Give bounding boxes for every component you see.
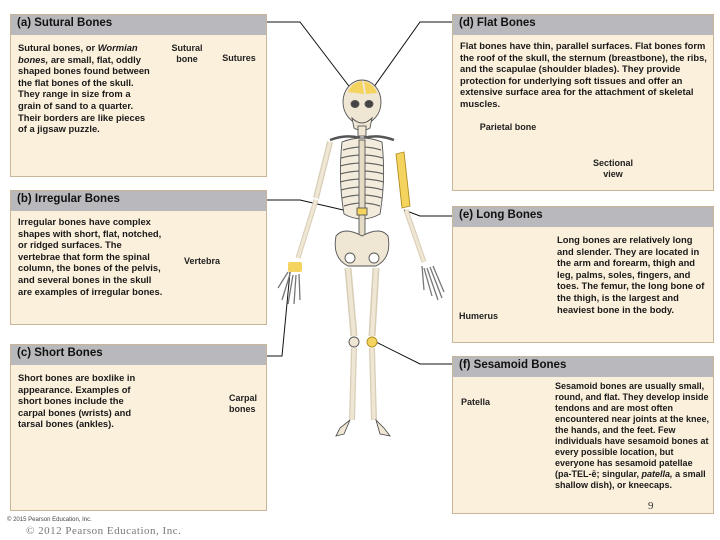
panel-body-text: Irregular bones have complex shapes with… [18,216,166,297]
text-rest-2: a small shallow dish), or kneecaps. [555,469,706,490]
panel-body-text: Short bones are boxlike in appearance. E… [18,372,136,430]
label-vertebra: Vertebra [183,256,221,266]
panel-title: (b) Irregular Bones [17,193,120,205]
panel-header [453,207,713,227]
leader-long [403,209,452,217]
panel-title: (c) Short Bones [17,347,103,359]
panel-sutural-bones: (a) Sutural Bones Sutural bones, or Worm… [10,14,267,177]
panel-header [11,191,266,211]
skull-flat-highlight [348,81,364,94]
label-sutures: Sutures [222,53,256,63]
panel-header [453,357,713,377]
leader-irregular [267,199,353,213]
text-lead: Sesamoid bones [555,381,627,391]
label-sutural-bone: Sutural bone [171,43,203,64]
skeleton [277,79,445,437]
panel-sesamoid-bones: (f) Sesamoid Bones Sesamoid bones are us… [452,356,714,514]
label-sectional-view: Sectional view [592,158,633,179]
leader-lines [267,21,452,365]
text-rest: are boxlike in appearance. Examples of s… [18,372,136,430]
humerus-highlight [395,151,411,209]
text-rest: have complex shapes with short, flat, no… [18,216,163,297]
panel-title: (d) Flat Bones [459,17,536,29]
panel-title: (e) Long Bones [459,209,543,221]
text-rest: are small, flat, oddly shaped bones foun… [18,53,150,135]
text-italic: Wormian bones, [18,42,138,65]
text-rest: are relatively long and slender. They ar… [557,234,705,315]
panel-header [453,15,713,35]
panel-short-bones: (c) Short Bones Short bones are boxlike … [10,344,267,511]
text-rest-1: are usually small, round, and flat. They… [555,381,710,479]
copyright-overlay-text: © 2012 Pearson Education, Inc. [26,525,182,537]
leader-short [267,271,291,357]
carpal-highlight [288,262,302,272]
panel-irregular-bones: (b) Irregular Bones Irregular bones have… [10,190,267,325]
text-italic: patella, [641,469,673,479]
panel-body-text: Flat bones have thin, parallel surfaces.… [460,40,710,110]
text-lead: Flat bones [460,40,507,51]
text-lead: Sutural bones, or [18,42,96,53]
vertebra-highlight [356,207,368,216]
panel-body-text: Sutural bones, or Wormian bones, are sma… [18,42,150,135]
panel-title: (f) Sesamoid Bones [459,359,567,371]
panel-header [11,15,266,35]
label-parietal-bone: Parietal bone [479,122,537,132]
label-patella: Patella [461,397,491,407]
text-lead: Short bones [18,372,73,383]
label-carpal-bones: Carpal bones [229,393,258,414]
panel-flat-bones: (d) Flat Bones Flat bones have thin, par… [452,14,714,191]
text-rest: have thin, parallel surfaces. Flat bones… [460,40,707,109]
panel-header [11,345,266,365]
page-number: 9 [648,500,654,512]
text-lead: Irregular bones [18,216,87,227]
leader-sesamoid [375,341,452,365]
panel-body-text: Sesamoid bones are usually small, round,… [555,381,711,491]
copyright-text: © 2015 Pearson Education, Inc. [7,517,92,523]
leader-flat [365,21,452,99]
panel-long-bones: (e) Long Bones Long bones are relatively… [452,206,714,343]
leader-sutural [267,21,359,99]
label-humerus: Humerus [459,311,499,321]
panel-title: (a) Sutural Bones [17,17,113,29]
patella-highlight [366,336,378,348]
text-lead: Long bones [557,234,611,245]
panel-body-text: Long bones are relatively long and slend… [557,234,711,315]
